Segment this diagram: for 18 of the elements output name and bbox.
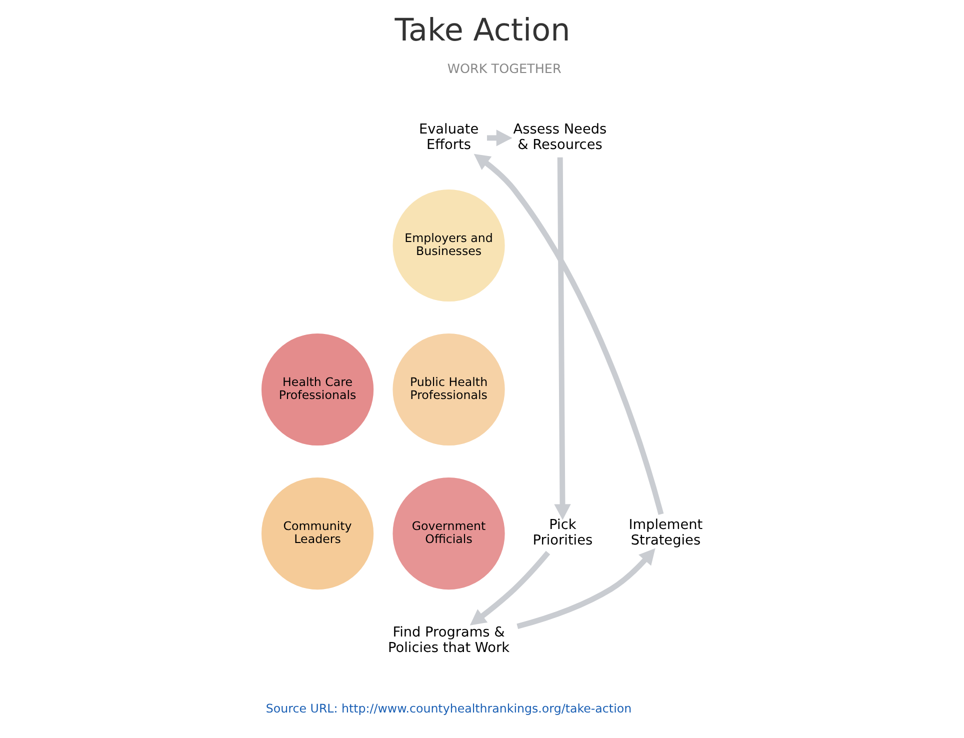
arrow bbox=[516, 548, 655, 629]
arrow bbox=[554, 157, 570, 520]
node-circle: Health Care Professionals bbox=[260, 333, 374, 446]
node-text: Pick Priorities bbox=[532, 516, 592, 548]
node-circle: Public Health Professionals bbox=[392, 333, 504, 446]
arrow bbox=[469, 550, 550, 626]
node-circle: Employers and Businesses bbox=[392, 189, 504, 302]
caption: Source URL: http://www.countyhealthrankings.org/take-action bbox=[265, 702, 632, 716]
node-circle: Government Officials bbox=[392, 477, 504, 590]
arrow bbox=[486, 130, 512, 146]
node-text: Implement Strategies bbox=[628, 516, 702, 548]
label: WORK TOGETHER bbox=[446, 62, 561, 77]
node-text: Find Programs & Policies that Work bbox=[388, 624, 510, 656]
node-text: Assess Needs & Resources bbox=[512, 121, 606, 153]
node-circle: Community Leaders bbox=[260, 477, 374, 590]
node-text: Evaluate Efforts bbox=[418, 121, 478, 153]
diagram-title: Take Action bbox=[394, 12, 570, 49]
arrow bbox=[473, 154, 664, 515]
